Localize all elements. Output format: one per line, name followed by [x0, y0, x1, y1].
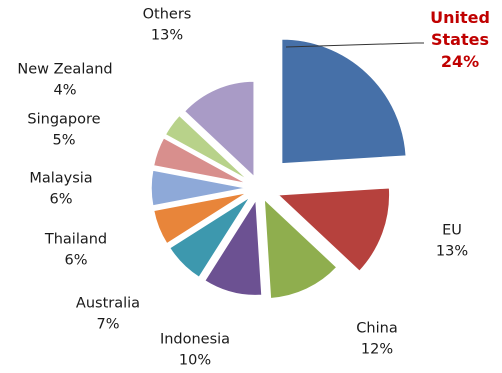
slice-name: Thailand: [44, 232, 107, 248]
slice-percent: 12%: [361, 342, 393, 358]
slice-name: China: [356, 321, 397, 337]
slice-percent: 6%: [49, 192, 72, 208]
slice-percent: 7%: [96, 317, 119, 333]
pie-slice-malaysia: [150, 169, 248, 207]
slice-label-others: Others 13%: [143, 7, 192, 44]
pie-slice-new-zealand: [164, 114, 250, 182]
slice-percent: 13%: [151, 28, 183, 44]
slice-label-singapore: Singapore 5%: [27, 112, 100, 149]
slice-label-malaysia: Malaysia 6%: [29, 171, 92, 208]
slice-name: United: [430, 8, 490, 27]
slice-percent: 13%: [436, 244, 468, 260]
pie-slice-thailand: [152, 191, 249, 245]
pie-slice-china: [263, 197, 339, 300]
slice-percent: 6%: [64, 253, 87, 269]
slice-name: States: [431, 30, 489, 49]
slice-percent: 5%: [52, 133, 75, 149]
slice-label-eu: EU 13%: [436, 223, 468, 260]
slice-percent: 24%: [441, 52, 479, 71]
pie-slice-singapore: [152, 136, 249, 185]
slice-name: Singapore: [27, 112, 100, 128]
slice-name: Malaysia: [29, 171, 92, 187]
slice-name: New Zealand: [17, 62, 112, 78]
slice-label-new-zealand: New Zealand 4%: [17, 62, 112, 99]
slice-name: Others: [143, 7, 192, 23]
pie-slice-eu: [276, 186, 391, 273]
pie-slice-australia: [168, 195, 252, 279]
pie-slices: [150, 38, 408, 300]
slice-name: Australia: [76, 296, 140, 312]
pie-slice-indonesia: [203, 197, 263, 297]
pie-slice-others: [183, 80, 255, 179]
slice-label-china: China 12%: [356, 321, 397, 358]
slice-name: Indonesia: [160, 332, 230, 348]
slice-label-australia: Australia 7%: [76, 296, 140, 333]
slice-label-indonesia: Indonesia 10%: [160, 332, 230, 369]
pie-slice-united-states: [280, 38, 408, 165]
slice-percent: 10%: [179, 353, 211, 369]
leader-lines: [285, 42, 424, 48]
leader-line-united-states: [285, 42, 424, 48]
slice-label-thailand: Thailand 6%: [44, 232, 107, 269]
slice-name: EU: [442, 223, 462, 239]
slice-percent: 4%: [53, 83, 76, 99]
